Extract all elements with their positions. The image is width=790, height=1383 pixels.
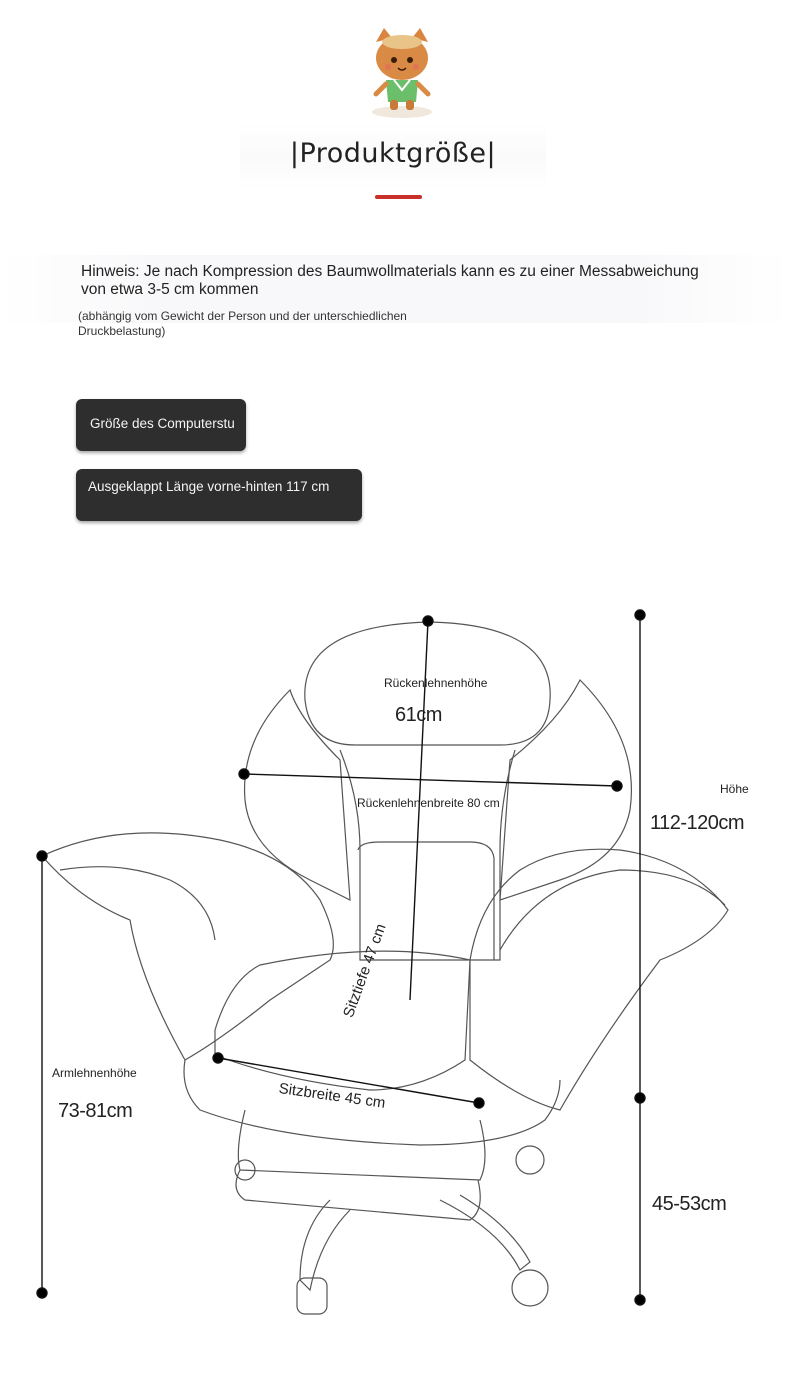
title-underline: [375, 195, 422, 199]
chair-dimension-diagram: [36, 609, 729, 1315]
armrest-height-label: Armlehnenhöhe: [52, 1066, 137, 1080]
armrest-height-value: 73-81cm: [58, 1100, 133, 1122]
title-band: [240, 122, 546, 190]
tag-unfolded-length: Ausgeklappt Länge vorne-hinten 117 cm: [76, 469, 362, 521]
measurement-note: Hinweis: Je nach Kompression des Baumwol…: [81, 263, 699, 298]
back-left-wing: [243, 688, 351, 902]
seat-base: [183, 1059, 561, 1146]
backrest-height-label: Rückenlehnenhöhe: [384, 676, 488, 690]
backrest-height-value: 61cm: [395, 704, 442, 726]
left-armrest: [41, 832, 334, 1061]
chair-base: [299, 1199, 351, 1292]
note-band: [0, 255, 790, 323]
backrest-outline: [339, 749, 516, 961]
seat-cushion: [214, 950, 471, 1091]
measurement-note-sub: (abhängig vom Gewicht der Person und der…: [78, 309, 407, 338]
backrest-height-line: [409, 620, 429, 1001]
tag-chair-size-label: Größe des Computerstu: [90, 416, 235, 431]
total-height-value: 112-120cm: [650, 812, 745, 834]
backrest-center: [357, 841, 495, 960]
page-title: |Produktgröße|: [289, 138, 497, 169]
back-right-wing: [499, 678, 633, 901]
right-armrest: [469, 848, 729, 1111]
tag-unfolded-length-label: Ausgeklappt Länge vorne-hinten 117 cm: [88, 479, 330, 494]
headrest-outline: [304, 621, 551, 746]
backrest-width-label: Rückenlehnenbreite 80 cm: [357, 796, 500, 810]
seat-width-line: [217, 1057, 480, 1104]
total-height-label: Höhe: [720, 782, 749, 796]
backrest-width-line: [243, 773, 618, 787]
mascot-icon: [372, 28, 432, 118]
tag-chair-size: Größe des Computerstu: [76, 399, 246, 451]
seat-height-value: 45-53cm: [652, 1193, 727, 1215]
